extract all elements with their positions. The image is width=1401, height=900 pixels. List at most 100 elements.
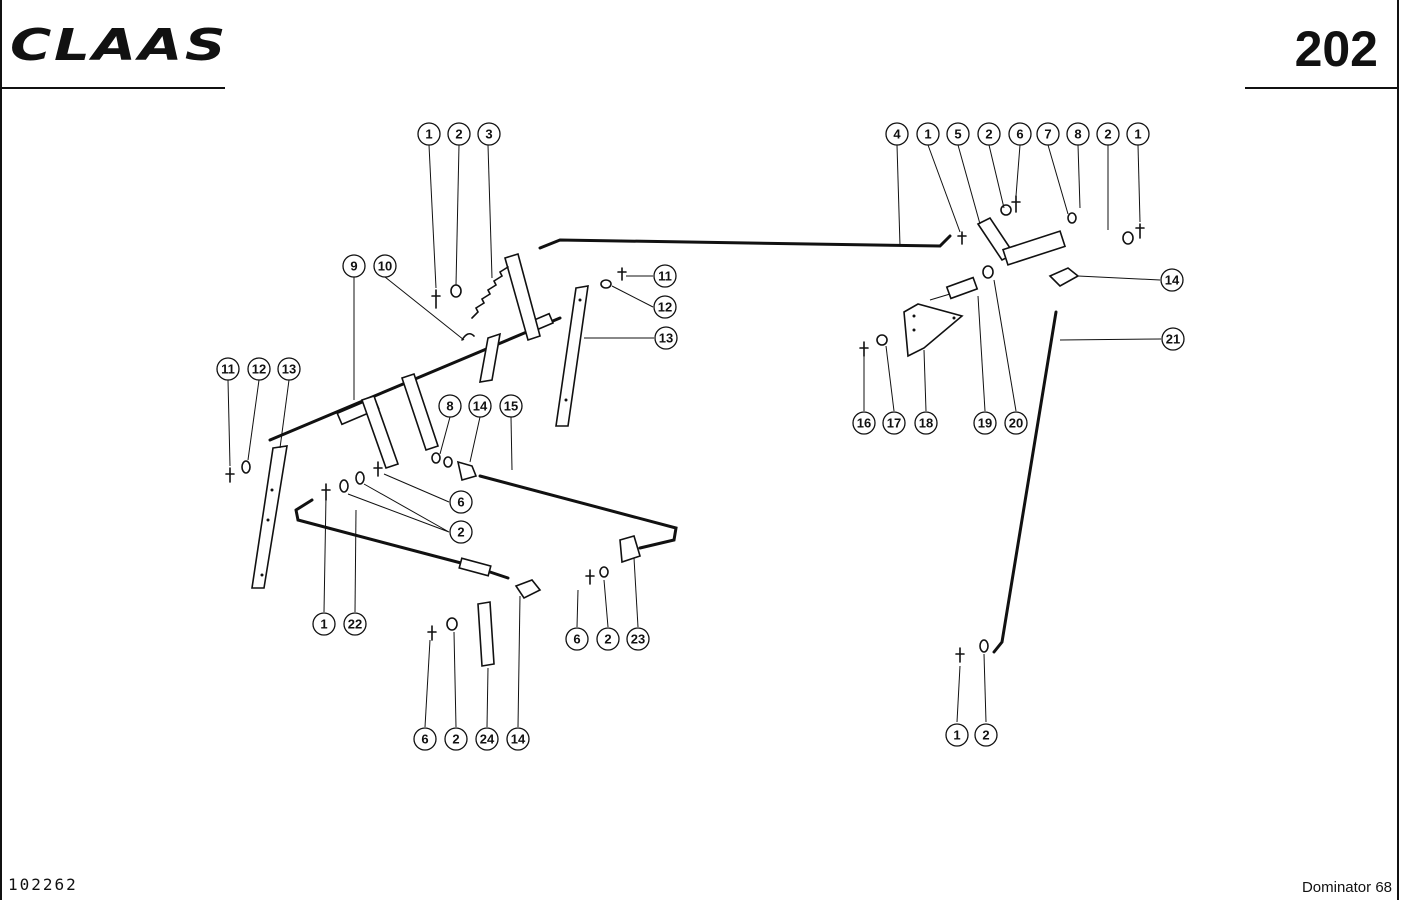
callout-41: 20 <box>1004 411 1028 435</box>
rod-21 <box>992 310 1058 654</box>
svg-text:19: 19 <box>978 416 992 431</box>
leader-lines <box>227 144 1162 728</box>
pin-top <box>431 289 441 309</box>
model-name: Dominator 68 <box>1302 879 1392 896</box>
washer-23 <box>599 566 609 578</box>
callout-15: 6 <box>449 490 473 514</box>
brand-logo: CLAAS <box>10 20 228 71</box>
washer-12r <box>600 279 612 289</box>
callout-34: 1 <box>1126 122 1150 146</box>
lever-left <box>251 445 288 589</box>
pin-23 <box>585 569 595 585</box>
svg-text:7: 7 <box>1044 127 1051 142</box>
svg-text:2: 2 <box>604 632 611 647</box>
pin-1b <box>1135 223 1145 239</box>
callout-30: 6 <box>1008 122 1032 146</box>
callout-29: 2 <box>977 122 1001 146</box>
callout-16: 2 <box>449 520 473 544</box>
pin-24 <box>427 625 437 641</box>
callout-43: 2 <box>974 723 998 747</box>
svg-text:13: 13 <box>659 331 673 346</box>
rod-4 <box>538 234 952 250</box>
svg-text:11: 11 <box>658 269 672 284</box>
svg-text:1: 1 <box>953 728 960 743</box>
joint-14-lower <box>514 579 542 600</box>
callout-18: 22 <box>343 612 367 636</box>
washer-17 <box>876 334 888 346</box>
callout-22: 6 <box>413 727 437 751</box>
svg-text:21: 21 <box>1166 332 1180 347</box>
svg-text:9: 9 <box>350 259 357 274</box>
left-assembly <box>225 252 678 667</box>
svg-text:2: 2 <box>457 525 464 540</box>
callout-24: 24 <box>475 727 499 751</box>
callout-26: 4 <box>885 122 909 146</box>
callout-19: 6 <box>565 627 589 651</box>
svg-text:6: 6 <box>457 495 464 510</box>
pin-11l <box>225 467 235 483</box>
svg-text:14: 14 <box>1165 273 1180 288</box>
joint-14 <box>456 460 478 482</box>
svg-text:22: 22 <box>348 617 362 632</box>
callout-21: 23 <box>626 627 650 651</box>
svg-text:2: 2 <box>1104 127 1111 142</box>
svg-text:3: 3 <box>485 127 492 142</box>
callout-38: 17 <box>882 411 906 435</box>
svg-text:14: 14 <box>473 399 488 414</box>
callout-27: 1 <box>916 122 940 146</box>
svg-text:10: 10 <box>378 259 392 274</box>
link-24 <box>477 601 495 667</box>
bracket-23 <box>619 535 641 564</box>
svg-text:20: 20 <box>1009 416 1023 431</box>
callout-balloons: 1 2 3 9 10 11 12 13 11 12 13 8 14 15 6 2… <box>216 122 1185 751</box>
svg-text:13: 13 <box>282 362 296 377</box>
arm-c <box>479 332 502 383</box>
callout-7: 12 <box>653 295 677 319</box>
callout-11: 13 <box>277 357 301 381</box>
callout-12: 8 <box>438 394 462 418</box>
page-number: 202 <box>1295 21 1378 77</box>
svg-text:1: 1 <box>320 617 327 632</box>
svg-text:5: 5 <box>954 127 961 142</box>
svg-text:11: 11 <box>221 362 235 377</box>
arm-b <box>400 372 440 452</box>
washer-21 <box>979 639 989 653</box>
washer-2b <box>1122 231 1134 245</box>
svg-text:2: 2 <box>982 728 989 743</box>
svg-text:1: 1 <box>924 127 931 142</box>
svg-text:8: 8 <box>1074 127 1081 142</box>
svg-text:15: 15 <box>504 399 518 414</box>
callout-33: 2 <box>1096 122 1120 146</box>
callout-40: 19 <box>973 411 997 435</box>
right-assembly <box>538 195 1145 663</box>
svg-text:4: 4 <box>893 127 901 142</box>
svg-text:6: 6 <box>1016 127 1023 142</box>
washer-12l <box>241 460 251 474</box>
nut-8 <box>443 456 453 468</box>
svg-text:24: 24 <box>480 732 495 747</box>
rod-22-end <box>488 570 510 580</box>
joint-14-right <box>1048 267 1080 287</box>
callout-25: 14 <box>506 727 530 751</box>
svg-text:6: 6 <box>421 732 428 747</box>
callout-32: 8 <box>1066 122 1090 146</box>
callout-42: 1 <box>945 723 969 747</box>
callout-36: 21 <box>1161 327 1185 351</box>
svg-text:14: 14 <box>511 732 526 747</box>
callout-14: 15 <box>499 394 523 418</box>
hook-10 <box>461 332 475 341</box>
callout-31: 7 <box>1036 122 1060 146</box>
washer-22a <box>339 479 349 493</box>
pin-21 <box>955 647 965 663</box>
callout-3: 3 <box>477 122 501 146</box>
callout-8: 13 <box>654 326 678 350</box>
callout-35: 14 <box>1160 268 1184 292</box>
callout-6: 11 <box>653 264 677 288</box>
svg-text:16: 16 <box>857 416 871 431</box>
bolt-19 <box>945 276 979 300</box>
pin-11r <box>617 267 627 281</box>
callout-37: 16 <box>852 411 876 435</box>
pin-4 <box>957 231 967 245</box>
